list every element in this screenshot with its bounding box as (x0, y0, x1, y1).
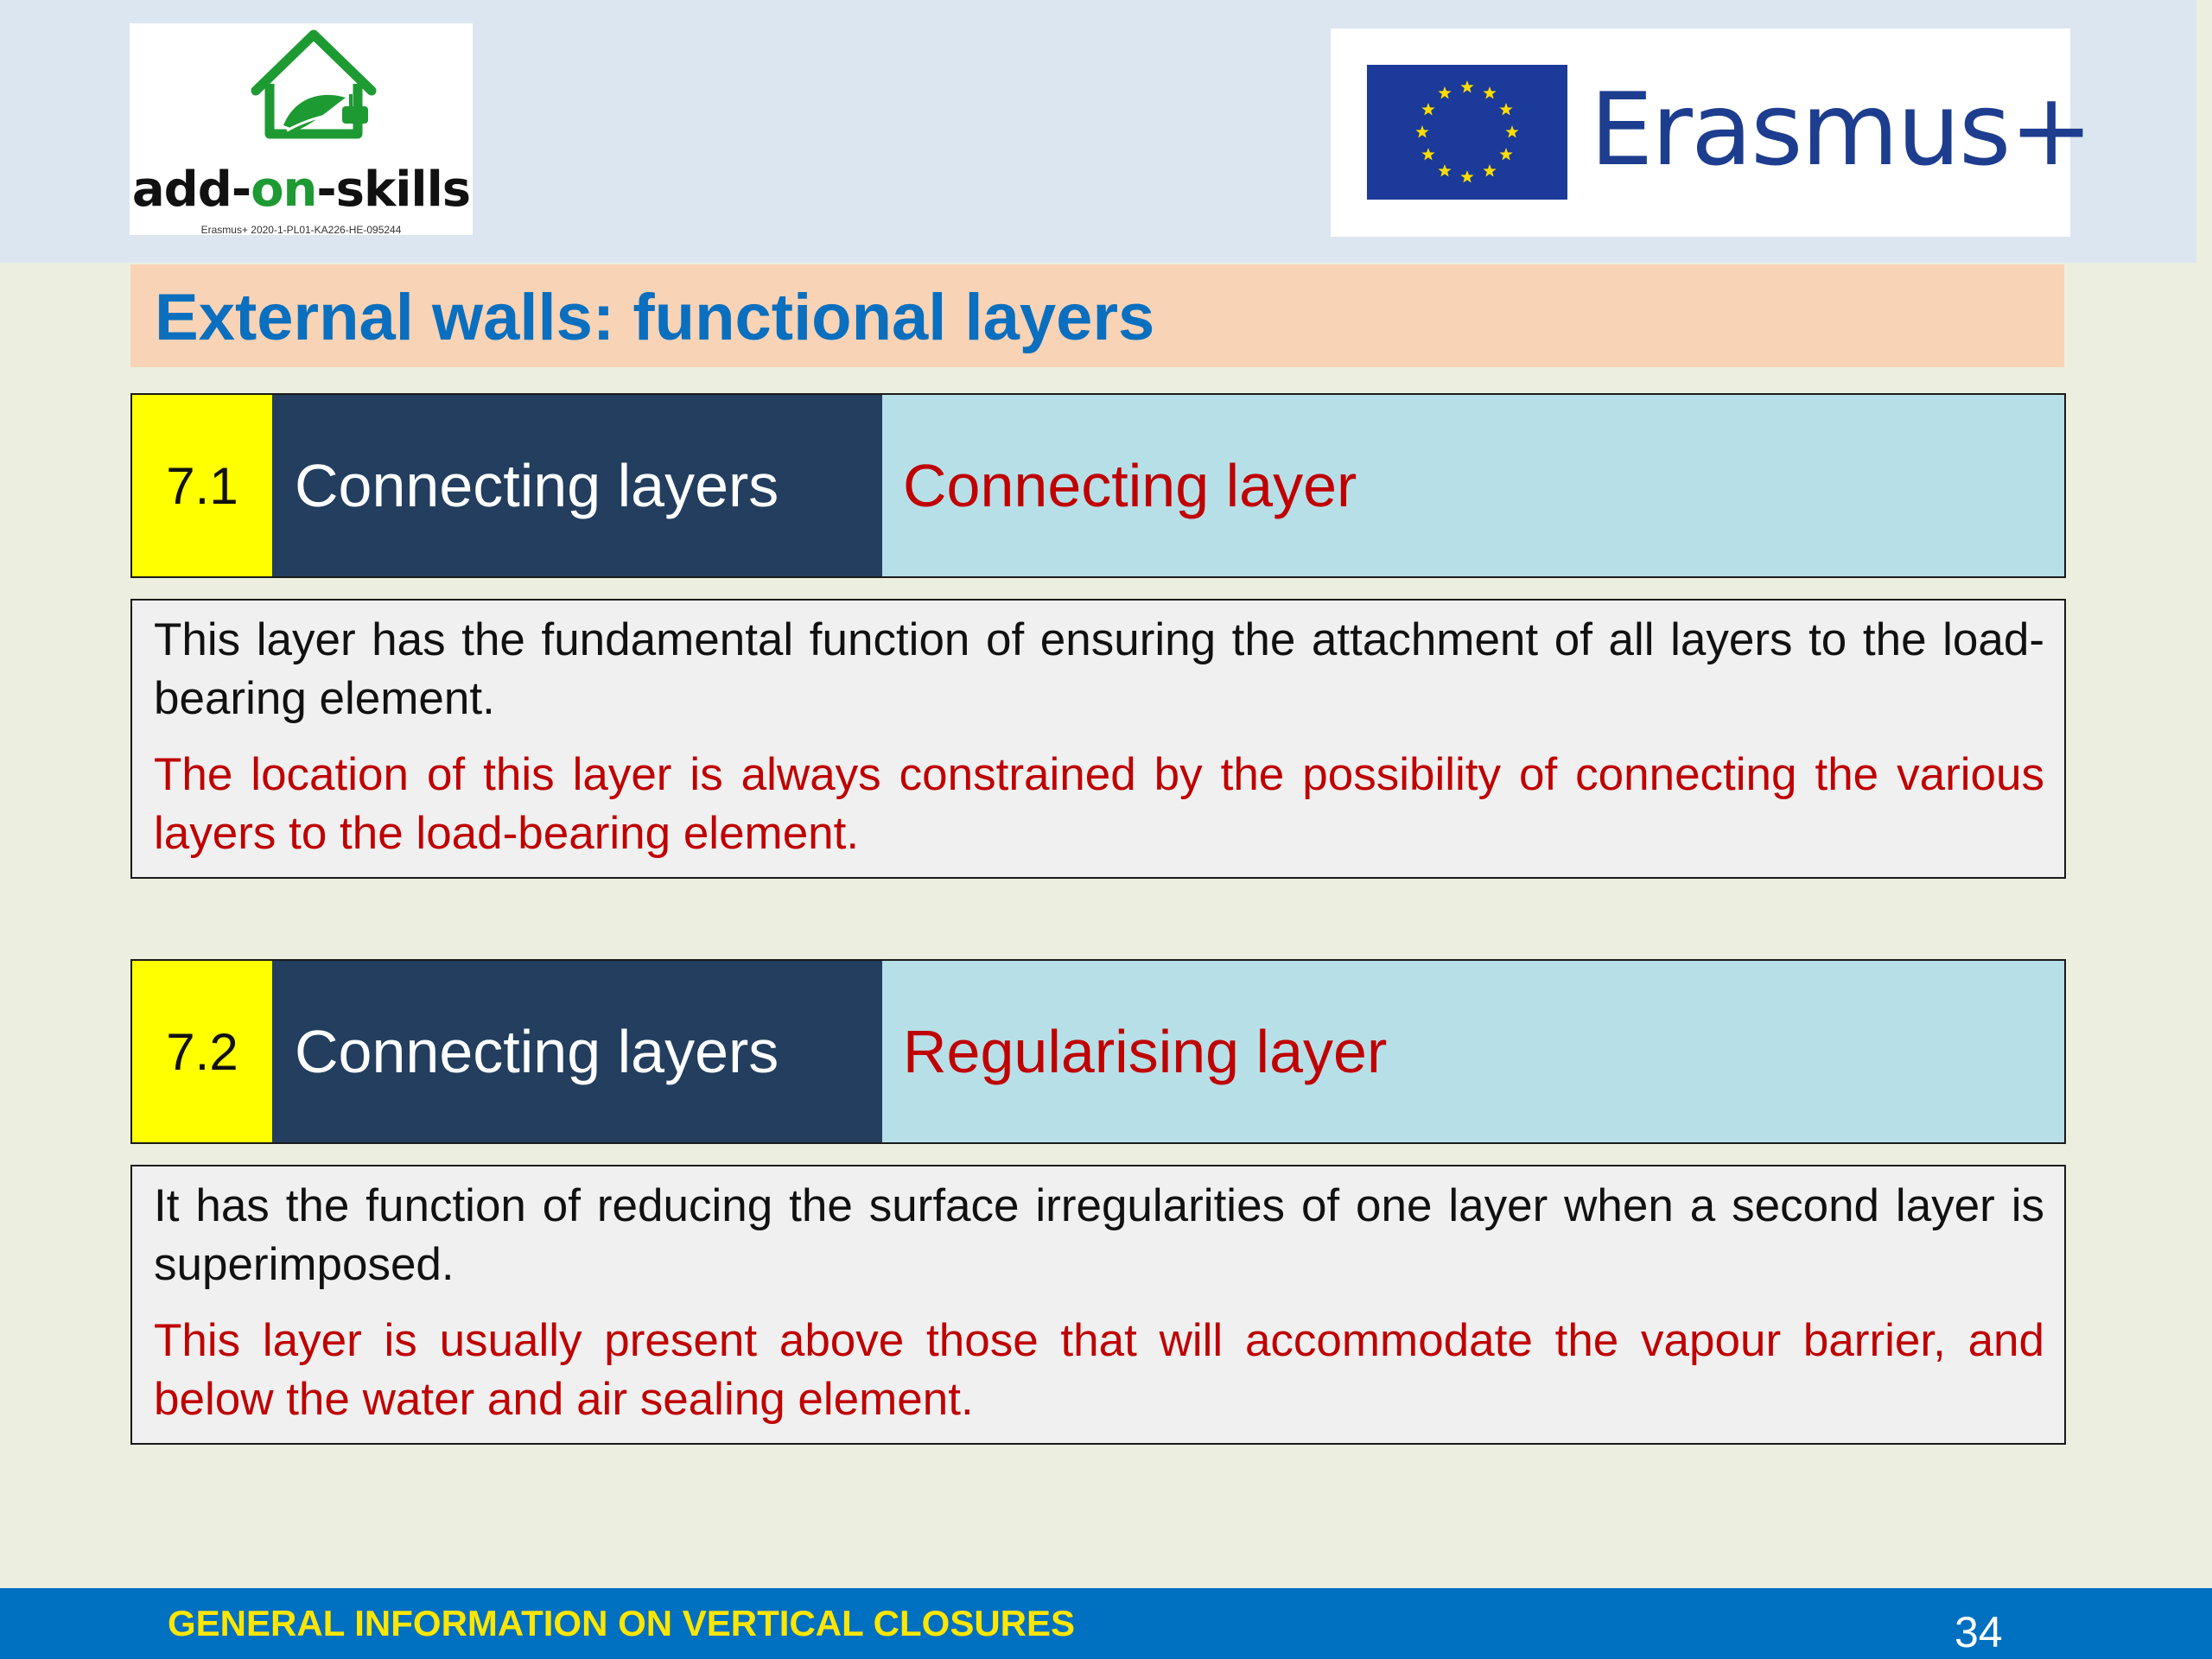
footer-label: GENERAL INFORMATION ON VERTICAL CLOSURES (168, 1603, 1076, 1643)
section-header-7-2: 7.2 Connecting layers Regularising layer (130, 959, 2066, 1144)
eu-star-icon (1483, 86, 1497, 99)
page-number: 34 (1955, 1608, 2003, 1656)
description-box-7-1: This layer has the fundamental function … (130, 599, 2066, 879)
eu-star-icon (1460, 170, 1474, 183)
layer-note: This layer is usually present above thos… (154, 1315, 2044, 1425)
eu-star-icon (1505, 125, 1519, 138)
section-category: Connecting layers (272, 961, 882, 1142)
eu-star-icon (1438, 164, 1452, 177)
section-category: Connecting layers (272, 395, 882, 576)
eu-star-icon (1421, 148, 1435, 161)
section-number: 7.2 (132, 961, 272, 1142)
section-number: 7.1 (132, 395, 272, 576)
eu-star-icon (1421, 103, 1435, 116)
eu-flag-icon (1367, 65, 1567, 200)
layer-name: Connecting layer (903, 452, 1357, 519)
eu-star-icon (1483, 164, 1497, 177)
add-on-skills-logo: add-on-skills Erasmus+ 2020-1-PL01-KA226… (130, 23, 473, 236)
brand-wordmark: add-on-skills (131, 162, 471, 218)
header-band: add-on-skills Erasmus+ 2020-1-PL01-KA226… (0, 0, 2196, 263)
title-bar: External walls: functional layers (130, 264, 2064, 367)
house-leaf-plug-icon (251, 29, 377, 139)
erasmus-plus-logo: Erasmus+ (1331, 29, 2094, 237)
layer-description: This layer has the fundamental function … (154, 614, 2044, 724)
layer-note: The location of this layer is always con… (154, 749, 2044, 859)
page-title: External walls: functional layers (155, 281, 1155, 354)
eu-star-icon (1499, 103, 1513, 116)
eu-star-icon (1415, 125, 1429, 138)
eu-star-icon (1460, 80, 1474, 93)
layer-description: It has the function of reducing the surf… (154, 1180, 2044, 1290)
layer-name: Regularising layer (903, 1018, 1388, 1085)
project-code: Erasmus+ 2020-1-PL01-KA226-HE-095244 (200, 224, 402, 236)
description-box-7-2: It has the function of reducing the surf… (130, 1165, 2066, 1445)
eu-star-icon (1499, 148, 1513, 161)
erasmus-wordmark: Erasmus+ (1590, 72, 2094, 188)
section-header-7-1: 7.1 Connecting layers Connecting layer (130, 393, 2066, 578)
footer-bar: GENERAL INFORMATION ON VERTICAL CLOSURES… (0, 1588, 2212, 1659)
eu-star-icon (1438, 86, 1452, 99)
